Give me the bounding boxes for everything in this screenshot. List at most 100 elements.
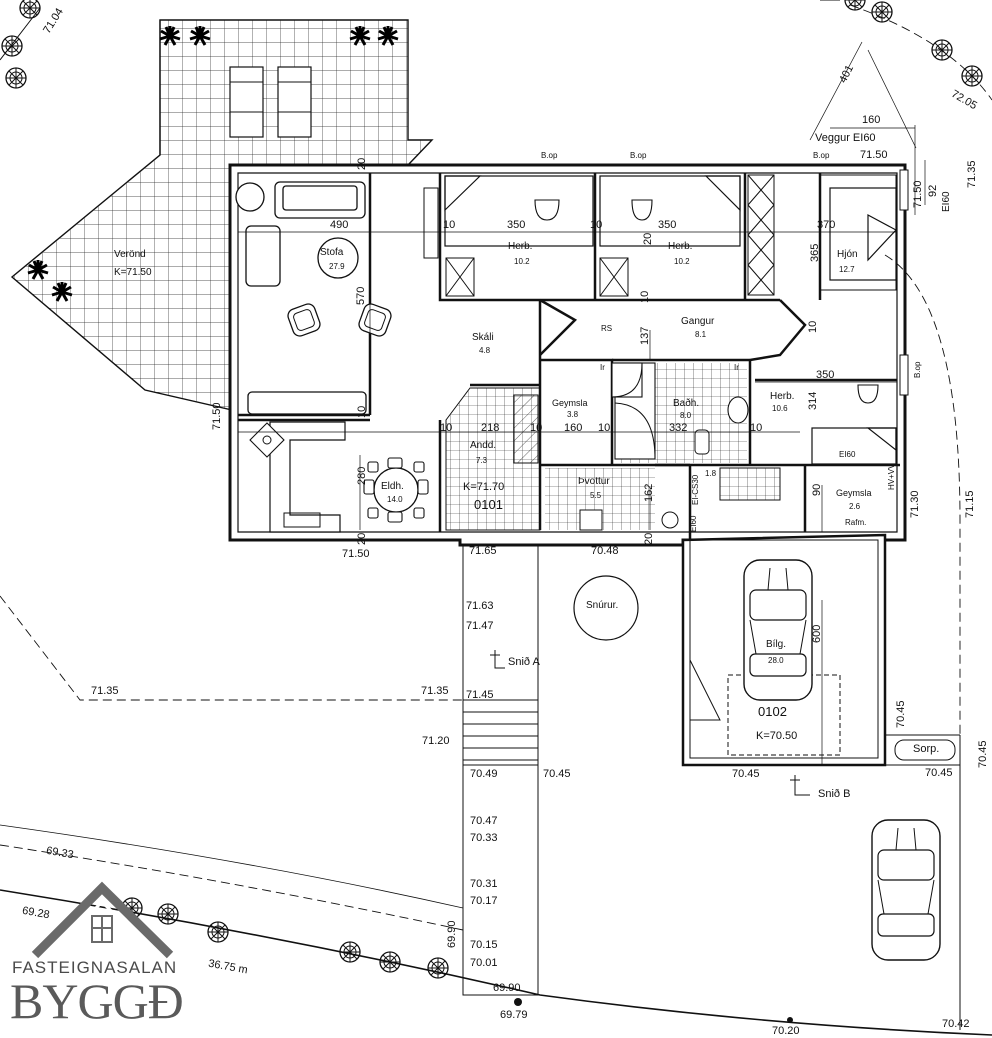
label-ei-cs30: EI-CS30 [691, 474, 700, 505]
label-ei60-c: EI60 [689, 515, 698, 532]
dim-20-a: 20 [642, 232, 654, 245]
label-1-8: 1.8 [705, 469, 717, 478]
level-70-45-e: 70.45 [977, 740, 989, 768]
level-71-50-bottom: 71.50 [342, 548, 370, 560]
room-badh-area: 8.0 [680, 411, 692, 420]
label-bop3: B.op [813, 151, 830, 160]
label-ir-1: Ir [600, 363, 605, 372]
room-eldh-area: 14.0 [387, 495, 403, 504]
level-70-20: 70.20 [772, 1025, 800, 1037]
dim-137: 137 [639, 326, 651, 345]
level-71-63: 71.63 [466, 600, 494, 612]
logo-company-big: BYGGÐ [10, 973, 184, 1029]
level-71-50-right: 71.50 [912, 180, 924, 208]
dim-350-c: 350 [816, 369, 835, 381]
room-herb3-area: 10.6 [772, 404, 788, 413]
room-eldh-name: Eldh. [381, 481, 404, 492]
label-rs: RS [601, 324, 613, 333]
label-0101: 0101 [474, 497, 503, 512]
label-ei60-b: EI60 [839, 450, 856, 459]
level-70-45-a: 70.45 [543, 768, 571, 780]
dim-10-h: 10 [750, 422, 763, 434]
dim-90: 90 [811, 483, 823, 496]
level-71-20: 71.20 [422, 735, 450, 747]
room-geymsla2-area: 2.6 [849, 502, 861, 511]
room-stofa-name: Stofa [320, 247, 344, 258]
level-71-35-a: 71.35 [91, 685, 119, 697]
dim-160-a: 160 [564, 422, 583, 434]
room-snurur-name: Snúrur. [586, 600, 619, 611]
dim-218: 218 [481, 422, 500, 434]
dim-570: 570 [355, 286, 367, 305]
room-gangur-area: 8.1 [695, 330, 707, 339]
level-70-01: 70.01 [470, 957, 498, 969]
room-verond-level: K=71.50 [114, 267, 152, 278]
room-thvottur-area: 5.5 [590, 491, 602, 500]
room-skali-area: 4.8 [479, 346, 491, 355]
room-andd-name: Andd. [470, 440, 497, 451]
dim-162: 162 [643, 483, 655, 502]
level-71-47: 71.47 [466, 620, 494, 632]
level-69-79: 69.79 [500, 1009, 528, 1021]
level-71-45: 71.45 [466, 689, 494, 701]
level-70-45-c: 70.45 [925, 767, 953, 779]
dim-332: 332 [669, 422, 688, 434]
room-gangur-name: Gangur [681, 316, 715, 327]
room-bilg-area: 28.0 [768, 656, 784, 665]
label-k7170: K=71.70 [463, 481, 505, 493]
label-bop4: B.op [913, 361, 922, 378]
dim-10-b: 10 [590, 219, 603, 231]
room-geymsla2-name: Geymsla [836, 488, 872, 498]
room-andd-area: 7.3 [476, 456, 488, 465]
dim-350-b: 350 [658, 219, 677, 231]
room-hjon-area: 12.7 [839, 265, 855, 274]
level-69-90-b: 69.90 [493, 982, 521, 994]
dim-92: 92 [927, 184, 939, 197]
level-71-50-top: 71.50 [860, 149, 888, 161]
level-70-48: 70.48 [591, 545, 619, 557]
dim-370: 370 [817, 219, 836, 231]
room-thvottur-name: Þvottur [578, 476, 610, 487]
label-veggur: Veggur EI60 [815, 132, 876, 144]
dim-600: 600 [811, 624, 823, 643]
level-70-49: 70.49 [470, 768, 498, 780]
dim-314: 314 [807, 391, 819, 410]
label-hvvv: HV+VV [887, 463, 896, 490]
level-70-17: 70.17 [470, 895, 498, 907]
logo-company-small: FASTEIGNASALAN [12, 958, 178, 977]
dim-20-b: 20 [356, 157, 368, 170]
level-71-35-b: 71.35 [421, 685, 449, 697]
level-70-31: 70.31 [470, 878, 498, 890]
dim-10-i: 10 [356, 405, 368, 418]
dim-350-a: 350 [507, 219, 526, 231]
room-herb2-name: Herb. [668, 241, 693, 252]
level-70-45-b: 70.45 [732, 768, 760, 780]
room-hjon-name: Hjón [837, 249, 858, 260]
level-70-45-d: 70.45 [895, 700, 907, 728]
level-70-33: 70.33 [470, 832, 498, 844]
dim-160-top: 160 [862, 114, 881, 126]
label-sorp: Sorp. [913, 743, 940, 755]
level-71-35-right: 71.35 [966, 160, 978, 188]
label-k7050: K=70.50 [756, 730, 798, 742]
dim-10-g: 10 [598, 422, 611, 434]
room-skali-name: Skáli [472, 332, 494, 343]
level-70-47: 70.47 [470, 815, 498, 827]
dim-20-c: 20 [356, 532, 368, 545]
room-herb1-area: 10.2 [514, 257, 530, 266]
label-bop2: B.op [630, 151, 647, 160]
level-70-42: 70.42 [942, 1018, 970, 1030]
dim-10-e: 10 [440, 422, 453, 434]
label-0102: 0102 [758, 704, 787, 719]
dim-280: 280 [356, 466, 368, 485]
dim-10-a: 10 [443, 219, 456, 231]
room-geymsla1-name: Geymsla [552, 398, 588, 408]
level-70-15: 70.15 [470, 939, 498, 951]
level-71-50-left: 71.50 [211, 402, 223, 430]
label-bop1: B.op [541, 151, 558, 160]
room-herb3-name: Herb. [770, 391, 795, 402]
room-geymsla1-area: 3.8 [567, 410, 579, 419]
label-rafm: Rafm. [845, 518, 867, 527]
